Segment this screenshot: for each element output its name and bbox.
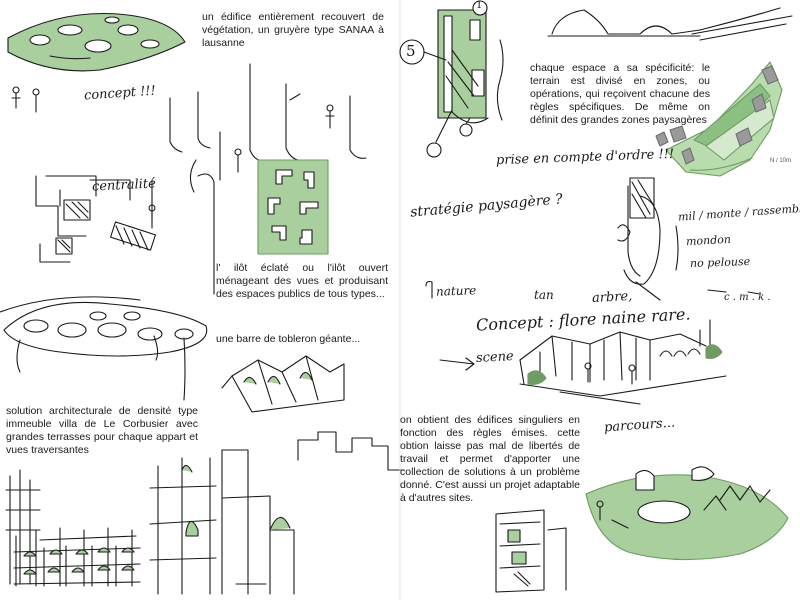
note-ilot: l' ilôt éclaté ou l'ilôt ouvert ménagean…	[216, 262, 388, 300]
arrows-sketch	[425, 280, 761, 371]
note-singuliers: on obtient des édifices singuliers en fo…	[400, 414, 580, 504]
numbered-plan-sketch	[399, 0, 504, 158]
gruyere-blob-sketch	[0, 296, 208, 401]
site-3d-model	[655, 61, 783, 177]
hand-cmk: c . m . k .	[724, 292, 771, 303]
note-corbusier: solution architecturale de densité type …	[6, 405, 198, 456]
hatched-tower-sketch	[617, 177, 679, 301]
hand-scene: scene	[475, 349, 515, 366]
immeuble-villa-sketch	[5, 469, 141, 587]
building-block-sketch	[495, 509, 567, 593]
hand-mondon: mondon	[685, 232, 732, 249]
circled-number-one: 1	[476, 0, 483, 11]
note-sanaa: un édifice entièrement recouvert de végé…	[202, 11, 384, 49]
terraces-grid-sketch	[149, 449, 295, 595]
scale-label: N / 10m	[770, 158, 792, 164]
park-green-plan	[585, 466, 789, 561]
note-tobleron: une barre de tobleron géante...	[216, 333, 361, 345]
hand-nature: nature	[435, 283, 477, 299]
note-zones: chaque espace a sa spécificité: le terra…	[530, 62, 710, 126]
landscape-line-sketch	[547, 7, 793, 41]
circled-number-five: 5	[406, 42, 416, 60]
hand-tan: tan	[534, 288, 554, 302]
ilot-green-plan	[257, 159, 329, 255]
hand-arbre: arbre,	[591, 288, 633, 307]
sanaa-green-roof-sketch	[7, 12, 186, 72]
tobleron-bar-sketch	[221, 355, 345, 413]
stepped-skyline-sketch	[297, 431, 405, 471]
scene-perspective-sketch	[519, 331, 727, 405]
figures-sketch	[11, 86, 335, 229]
hand-no-pelouse: no pelouse	[689, 254, 751, 271]
urban-plan-sketch	[35, 175, 156, 263]
